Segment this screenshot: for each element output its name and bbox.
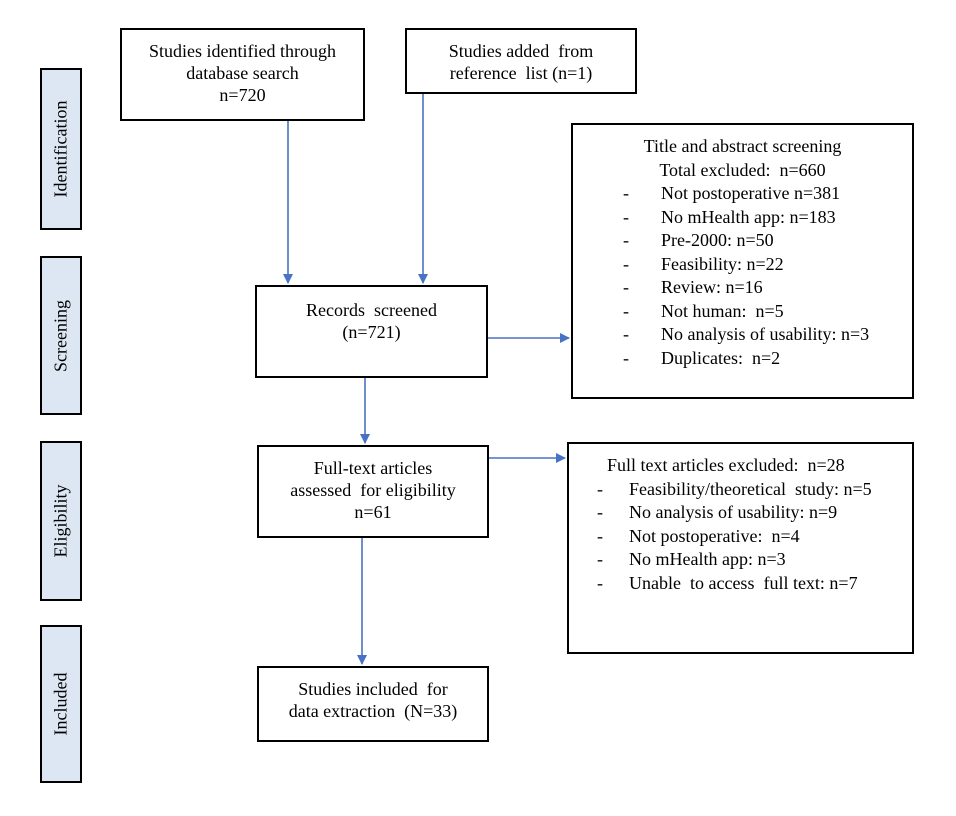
box-line: Studies identified through [149, 41, 336, 61]
box-line: Records screened [306, 300, 437, 320]
exclusion-item: - Unable to access full text: n=7 [569, 572, 912, 596]
exclusion-item: - Not postoperative: n=4 [569, 525, 912, 549]
records-screened-box: Records screened (n=721) [255, 285, 488, 378]
exclusion-item: - Feasibility/theoretical study: n=5 [569, 478, 912, 502]
box-line: assessed for eligibility [290, 480, 456, 500]
exclusion-item-text: Duplicates: n=2 [661, 347, 781, 368]
fulltext-assessed-box: Full-text articles assessed for eligibil… [257, 445, 489, 538]
studies-included-box: Studies included for data extraction (N=… [257, 666, 489, 742]
box-line: n=720 [219, 85, 266, 105]
exclusion-item: - Duplicates: n=2 [573, 347, 912, 371]
exclusion-item-text: Feasibility/theoretical study: n=5 [629, 478, 872, 499]
exclusion-total: Total excluded: n=660 [659, 159, 826, 180]
box-line: Studies added from [448, 41, 594, 61]
exclusion-item: - No analysis of usability: n=9 [569, 501, 912, 525]
exclusion-item-text: No analysis of usability: n=9 [629, 502, 838, 522]
bullet-dash: - [623, 300, 629, 321]
exclusion-item-text: Unable to access full text: n=7 [629, 572, 858, 593]
box-line: reference list (n=1) [449, 63, 593, 83]
exclusion-list: - Not postoperative n=381 - No mHealth app:… [573, 182, 912, 370]
exclusion-item-text: Pre-2000: n=50 [661, 230, 774, 250]
exclusion-item-text: No mHealth app: n=3 [629, 549, 786, 569]
bullet-dash: - [597, 502, 603, 522]
exclusion-item: - Review: n=16 [573, 276, 912, 300]
exclusion-title: Full text articles excluded: n=28 [607, 455, 845, 475]
box-line: database search [186, 63, 299, 83]
bullet-dash: - [597, 549, 603, 569]
bullet-dash: - [597, 478, 603, 499]
exclusion-list: - Feasibility/theoretical study: n=5 - No a… [569, 478, 912, 596]
stage-eligibility: Eligibility [40, 441, 82, 601]
bullet-dash: - [623, 206, 629, 227]
exclusion-item: - No analysis of usability: n=3 [573, 323, 912, 347]
bullet-dash: - [623, 183, 629, 203]
bullet-dash: - [597, 525, 603, 546]
box-line: Full-text articles [313, 458, 433, 478]
bullet-dash: - [623, 347, 629, 368]
bullet-dash: - [623, 324, 629, 344]
bullet-dash: - [623, 277, 629, 297]
exclusion-item-text: Review: n=16 [661, 277, 763, 297]
bullet-dash: - [623, 253, 629, 274]
exclusion-item: - Feasibility: n=22 [573, 253, 912, 277]
exclusion-item: - No mHealth app: n=183 [573, 206, 912, 230]
exclusion-item: - No mHealth app: n=3 [569, 548, 912, 572]
exclusion-item: - Not postoperative n=381 [573, 182, 912, 206]
exclusion-item-text: No mHealth app: n=183 [661, 206, 836, 227]
bullet-dash: - [597, 572, 603, 593]
exclusion-item: - Not human: n=5 [573, 300, 912, 324]
screening-exclusion-box: Title and abstract screening Total exclu… [571, 123, 914, 399]
exclusion-item: - Pre-2000: n=50 [573, 229, 912, 253]
exclusion-title: Title and abstract screening [643, 136, 842, 156]
box-line: data extraction (N=33) [288, 701, 458, 721]
box-line: (n=721) [342, 322, 401, 342]
reference-list-box: Studies added from reference list (n=1) [405, 28, 637, 94]
database-search-box: Studies identified through database sear… [120, 28, 365, 121]
stage-identification: Identification [40, 68, 82, 230]
exclusion-item-text: No analysis of usability: n=3 [661, 324, 870, 344]
stage-included: Included [40, 625, 82, 783]
exclusion-item-text: Not postoperative: n=4 [629, 525, 800, 546]
box-line: n=61 [354, 502, 392, 522]
bullet-dash: - [623, 230, 629, 250]
exclusion-item-text: Feasibility: n=22 [661, 253, 784, 274]
stage-screening: Screening [40, 256, 82, 415]
exclusion-item-text: Not human: n=5 [661, 300, 784, 321]
box-line: Studies included for [298, 679, 448, 699]
exclusion-item-text: Not postoperative n=381 [661, 183, 841, 203]
fulltext-exclusion-box: Full text articles excluded: n=28 - Feasi… [567, 442, 914, 654]
